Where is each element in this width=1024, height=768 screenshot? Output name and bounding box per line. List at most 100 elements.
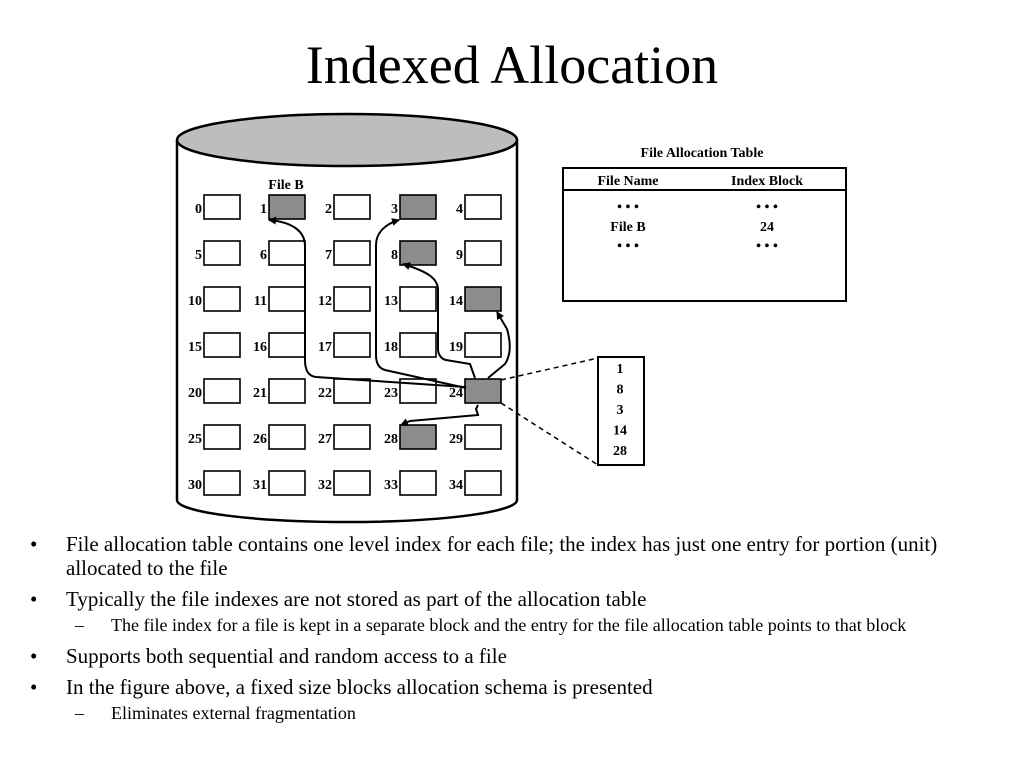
disk-block-number: 12 (318, 294, 332, 309)
disk-block-box (464, 240, 502, 266)
index-pointers (268, 216, 511, 426)
disk-block-number: 22 (318, 386, 332, 401)
disk-block-21: 21 (253, 378, 306, 404)
disk-block-box (268, 286, 306, 312)
disk-block-14: 14 (449, 286, 502, 312)
disk-block-0: 0 (195, 194, 241, 220)
disk-block-11: 11 (254, 286, 306, 312)
index-block-detail (597, 356, 645, 466)
bullet-mark: • (30, 644, 38, 668)
file-b-label: File B (268, 178, 303, 193)
disk-block-box (333, 332, 371, 358)
slide-title: Indexed Allocation (305, 35, 719, 95)
disk-block-number: 2 (325, 202, 332, 217)
bullet-text: File allocation table contains one level… (66, 532, 938, 580)
disk-block-box (399, 470, 437, 496)
disk-block-31: 31 (253, 470, 306, 496)
disk-block-number: 5 (195, 248, 202, 263)
disk-cylinder-top (175, 112, 519, 168)
sub-bullet-item: –The file index for a file is kept in a … (28, 615, 998, 636)
index-block-entries: 1 8 3 14 28 (613, 362, 627, 459)
disk-block-number: 21 (253, 386, 267, 401)
disk-block-box (464, 194, 502, 220)
disk-block-box (464, 470, 502, 496)
disk-block-number: 10 (188, 294, 202, 309)
fat-ellipsis-bottom-left: • • • (617, 239, 639, 254)
disk-block-box (203, 424, 241, 450)
bullet-item: • Typically the file indexes are not stor… (28, 587, 998, 611)
disk-block-number: 24 (449, 386, 463, 401)
disk-block-19: 19 (449, 332, 502, 358)
bullet-item: •In the figure above, a fixed size block… (28, 675, 998, 699)
bullet-list: • File allocation table contains one leve… (28, 532, 998, 732)
sub-bullet-mark: – (75, 615, 84, 635)
disk-block-number: 34 (449, 478, 463, 493)
disk-block-box (399, 240, 437, 266)
disk-block-box (203, 470, 241, 496)
fat-col-file-name: File Name (597, 174, 658, 189)
disk-block-box (203, 286, 241, 312)
disk-block-box (268, 470, 306, 496)
index-block-entry: 3 (617, 403, 624, 418)
disk-block-box (268, 194, 306, 220)
disk-block-number: 6 (260, 248, 267, 263)
disk-block-box (268, 378, 306, 404)
disk-block-26: 26 (253, 424, 306, 450)
index-block-entry: 1 (617, 362, 624, 377)
disk-block-box (268, 332, 306, 358)
disk-block-number: 26 (253, 432, 267, 447)
disk-block-34: 34 (449, 470, 502, 496)
disk-block-box (464, 424, 502, 450)
disk-block-number: 0 (195, 202, 202, 217)
disk-block-number: 27 (318, 432, 332, 447)
index-block-entry: 28 (613, 444, 627, 459)
disk-block-2: 2 (325, 194, 371, 220)
disk-block-number: 13 (384, 294, 398, 309)
disk-block-box (399, 332, 437, 358)
disk-block-box (333, 240, 371, 266)
index-block-entry: 8 (617, 383, 624, 398)
sub-bullet-mark: – (75, 703, 84, 723)
disk-block-box (203, 240, 241, 266)
disk-block-number: 20 (188, 386, 202, 401)
disk-block-number: 4 (456, 202, 463, 217)
disk-block-box (464, 332, 502, 358)
disk-block-number: 11 (254, 294, 267, 309)
disk-block-number: 8 (391, 248, 398, 263)
disk-block-number: 14 (449, 294, 463, 309)
disk-block-box (333, 378, 371, 404)
disk-block-number: 18 (384, 340, 398, 355)
pointer-to-block-1 (268, 216, 466, 388)
index-block-entry: 14 (613, 424, 627, 439)
disk-block-box (464, 378, 502, 404)
disk-block-number: 32 (318, 478, 332, 493)
disk-block-25: 25 (188, 424, 241, 450)
disk-block-box (333, 424, 371, 450)
fat-title: File Allocation Table (641, 146, 764, 161)
disk-block-22: 22 (318, 378, 371, 404)
disk-block-28: 28 (384, 424, 437, 450)
fat-col-index-block: Index Block (731, 174, 803, 189)
bullet-mark: • (30, 587, 38, 611)
fat-row-index-block: 24 (760, 220, 774, 235)
disk-block-29: 29 (449, 424, 502, 450)
sub-bullet-item: –Eliminates external fragmentation (28, 703, 998, 724)
disk-block-box (203, 194, 241, 220)
bullet-text: In the figure above, a fixed size blocks… (66, 675, 653, 699)
disk-block-number: 25 (188, 432, 202, 447)
fat-ellipsis-top-left: • • • (617, 200, 639, 215)
bullet-item: •File allocation table contains one leve… (28, 532, 998, 580)
pointer-to-block-8 (402, 262, 476, 379)
disk-block-6: 6 (260, 240, 306, 266)
disk-block-number: 31 (253, 478, 267, 493)
pointer-to-block-14 (487, 311, 511, 379)
disk-block-box (333, 470, 371, 496)
disk-block-box (268, 424, 306, 450)
disk-block-18: 18 (384, 332, 437, 358)
disk-block-number: 1 (260, 202, 267, 217)
bullet-text: Typically the file indexes are not store… (66, 587, 647, 611)
disk-block-box (399, 286, 437, 312)
disk-block-box (399, 194, 437, 220)
disk-block-8: 8 (391, 240, 437, 266)
